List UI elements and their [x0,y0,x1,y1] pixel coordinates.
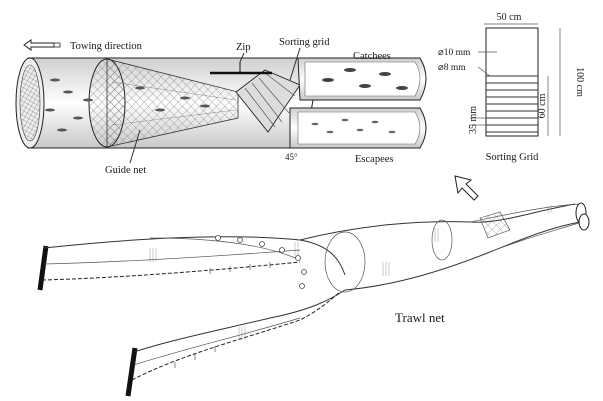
bar-spacing-label: 35 mm [468,106,479,134]
escapees-label: Escapees [355,154,393,165]
left-arrow-icon [24,40,60,50]
angle-label: 45° [285,152,298,162]
guide-net-label: Guide net [105,165,146,176]
upper-wing-pole [40,246,46,290]
towing-direction-label: Towing direction [70,41,143,52]
sorting-grid-label: Sorting grid [279,37,330,48]
trawl-net-label: Trawl net [395,310,445,325]
catchees-label: Catchees [353,51,391,62]
sorting-device-illustration: Towing direction [16,37,426,176]
height-total-label: 100 cm [574,67,585,97]
grid-width-label: 50 cm [497,12,522,23]
diagonal-arrow-icon [455,176,478,200]
catchees-tube [298,58,426,100]
codend-grid-section [480,212,510,238]
grid-frame [486,28,538,136]
bar-diameter-1-label: ⌀10 mm [438,48,471,58]
height-grid-label: 60 cm [537,93,548,118]
lower-wing-pole [128,348,135,396]
trawl-net-illustration [40,203,589,396]
grid-panel-title: Sorting Grid [486,152,540,163]
escapees-tube [290,108,426,148]
sorting-grid-panel: 50 cm ⌀10 mm ⌀8 mm 100 cm 60 cm 35 mm So… [438,12,585,163]
zip-label: Zip [236,42,251,53]
bar-diameter-2-label: ⌀8 mm [438,63,466,73]
